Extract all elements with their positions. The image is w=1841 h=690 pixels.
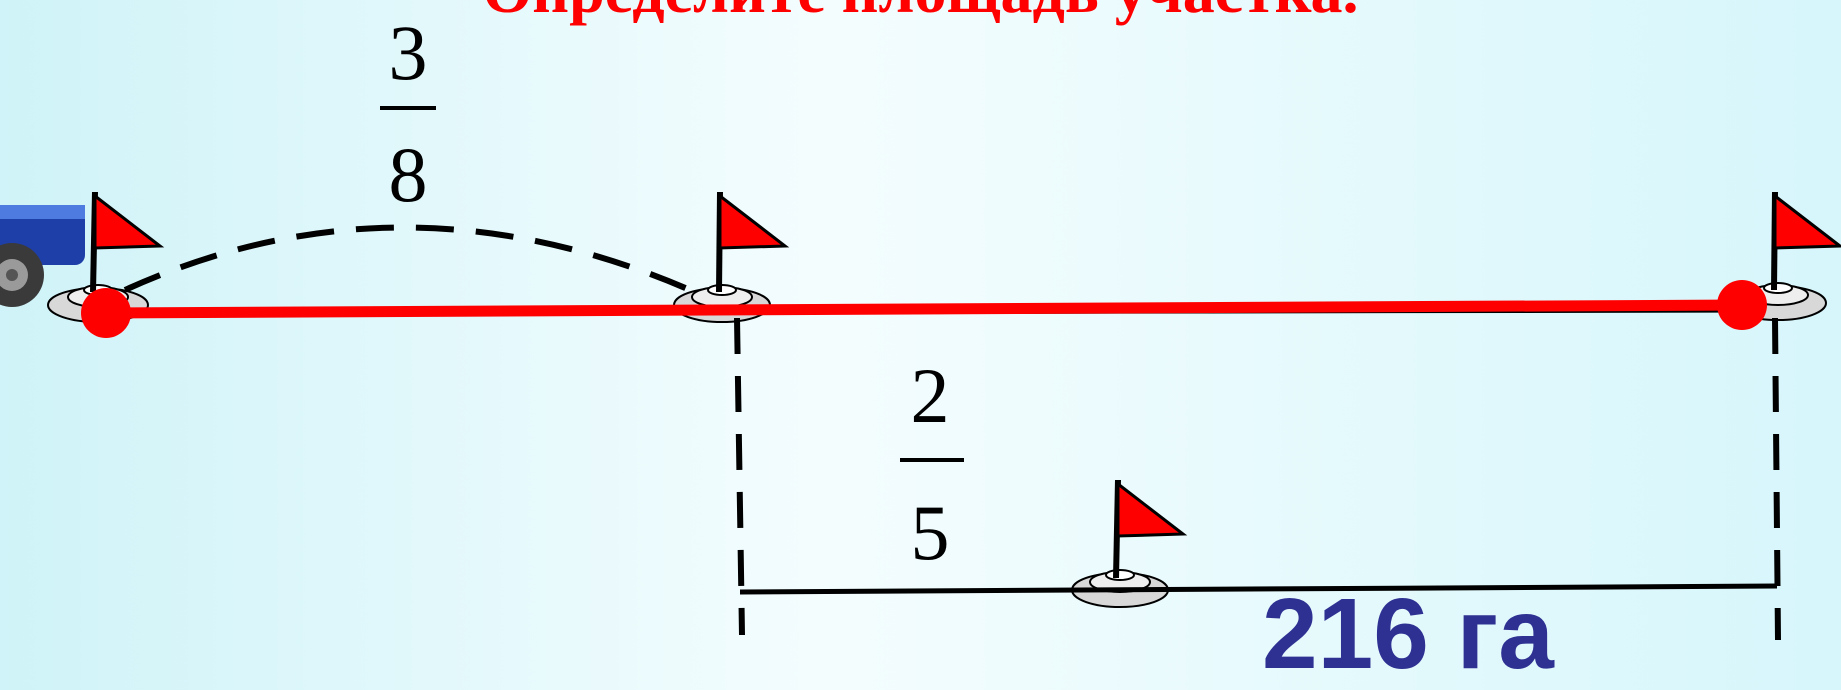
tractor-icon <box>0 205 85 307</box>
fraction-top-denominator: 8 <box>388 131 428 218</box>
flag-icon <box>1771 191 1841 291</box>
bottom-segment <box>739 583 1778 595</box>
area-label: 216 га <box>1262 578 1554 690</box>
page-title: Определите площадь участка. <box>0 0 1841 28</box>
fraction-bottom-denominator: 5 <box>910 489 950 576</box>
flag-icon <box>90 191 165 293</box>
red-endpoint-left <box>81 288 131 338</box>
fraction-top-numerator: 3 <box>388 9 428 96</box>
dashed-vertical-left <box>734 317 745 636</box>
dashed-vertical-right <box>1772 317 1781 641</box>
dashed-arc <box>123 224 692 293</box>
red-endpoint-right <box>1717 280 1767 330</box>
flag-icon <box>1113 479 1188 579</box>
fraction-bottom-numerator: 2 <box>910 352 950 439</box>
flag-icon <box>716 191 790 293</box>
red-segment <box>105 299 1743 319</box>
